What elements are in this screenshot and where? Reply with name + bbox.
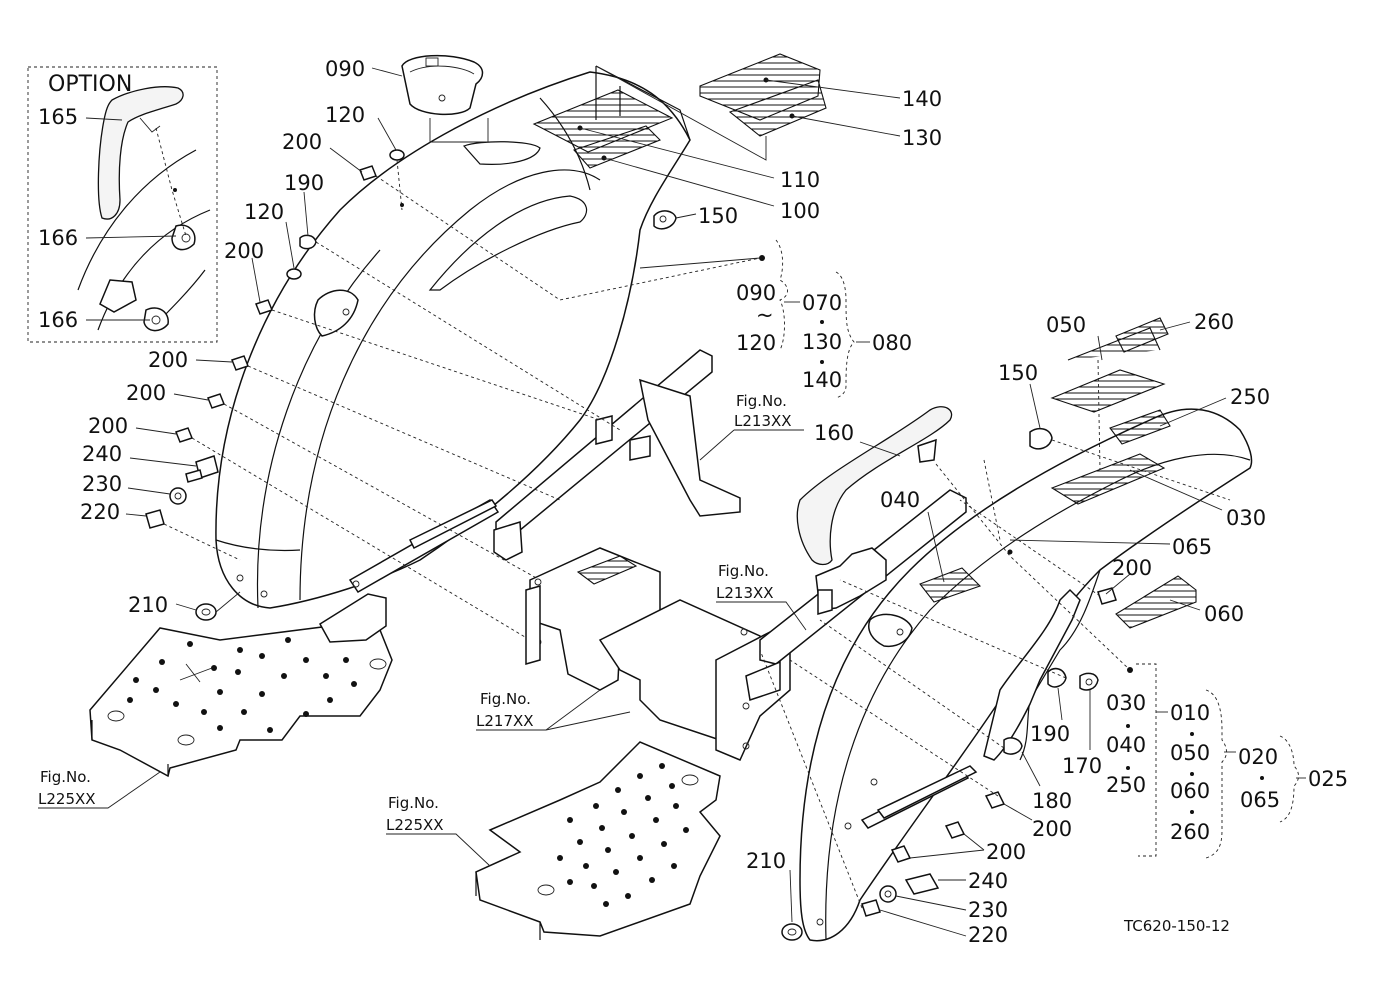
left-small-parts — [145, 54, 765, 641]
right-fender — [759, 317, 1253, 942]
fig-ref-l225-bottom-bottom: L225XX — [386, 816, 444, 834]
group-140: 140 — [802, 368, 842, 392]
fig-ref-l213-upper: Fig.No. L213XX — [699, 392, 804, 461]
callout-150-right: 150 — [998, 361, 1038, 385]
fig-ref-l225-left-top: Fig.No. — [40, 768, 91, 786]
callout-230-right: 230 — [968, 898, 1008, 922]
group-010: 010 — [1170, 701, 1210, 725]
option-label: OPTION — [48, 72, 132, 97]
group-250: 250 — [1106, 773, 1146, 797]
callout-165: 165 — [38, 105, 78, 129]
group-060: 060 — [1170, 779, 1210, 803]
group-030: 030 — [1106, 691, 1146, 715]
fig-ref-l213-lower-bottom: L213XX — [716, 584, 774, 602]
callout-200-c: 200 — [148, 348, 188, 372]
callout-100: 100 — [780, 199, 820, 223]
callout-200-b: 200 — [224, 239, 264, 263]
callout-130: 130 — [902, 126, 942, 150]
group-130: 130 — [802, 330, 842, 354]
callout-200-d: 200 — [126, 381, 166, 405]
group-120: 120 — [736, 331, 776, 355]
callout-050: 050 — [1046, 313, 1086, 337]
fig-ref-l213-upper-top: Fig.No. — [736, 392, 787, 410]
callout-040: 040 — [880, 488, 920, 512]
callout-210-right: 210 — [746, 849, 786, 873]
callout-260-top: 260 — [1194, 310, 1234, 334]
fig-ref-l217: Fig.No. L217XX — [476, 689, 631, 731]
handrail-160 — [796, 406, 953, 566]
callout-166-lower: 166 — [38, 308, 78, 332]
callout-210-left: 210 — [128, 593, 168, 617]
callout-230-left: 230 — [82, 472, 122, 496]
fig-ref-l225-left: Fig.No. L225XX — [38, 768, 161, 809]
callout-220-left: 220 — [80, 500, 120, 524]
group-025: 025 — [1308, 767, 1348, 791]
group-065: 065 — [1240, 788, 1280, 812]
bottom-floor-plate — [475, 741, 721, 940]
left-callouts: 090 120 200 190 120 200 200 200 200 240 … — [80, 57, 403, 617]
option-box: OPTION 165 166 166 — [27, 66, 218, 343]
grip-165-shape — [97, 86, 184, 220]
fig-ref-l213-lower-top: Fig.No. — [718, 562, 769, 580]
fig-ref-l217-bottom: L217XX — [476, 712, 534, 730]
bottom-plate-holes — [557, 763, 689, 907]
callout-120-mid: 120 — [244, 200, 284, 224]
callout-110: 110 — [780, 168, 820, 192]
group-040: 040 — [1106, 733, 1146, 757]
callout-060: 060 — [1204, 602, 1244, 626]
cup-holder-090 — [401, 54, 484, 116]
left-fender — [215, 65, 741, 609]
callout-065: 065 — [1172, 535, 1212, 559]
group-080: 090 ~ 120 070 130 140 080 — [736, 239, 912, 399]
fig-ref-l213-upper-bottom: L213XX — [734, 412, 792, 430]
group-080: 080 — [872, 331, 912, 355]
top-decals: 140 130 110 100 150 — [579, 53, 942, 228]
fig-ref-l225-left-bottom: L225XX — [38, 790, 96, 808]
callout-030: 030 — [1226, 506, 1266, 530]
callout-160: 160 — [814, 421, 854, 445]
group-025: 030 040 250 010 050 060 260 020 065 025 — [1106, 663, 1348, 859]
fig-ref-l217-top: Fig.No. — [480, 690, 531, 708]
callout-250-top: 250 — [1230, 385, 1270, 409]
group-090: 090 — [736, 281, 776, 305]
fig-ref-l213-lower: Fig.No. L213XX — [716, 562, 807, 631]
callout-240-right: 240 — [968, 869, 1008, 893]
callout-240-left: 240 — [82, 442, 122, 466]
callout-200-h: 200 — [986, 840, 1026, 864]
group-tilde: ~ — [756, 303, 774, 327]
group-070: 070 — [802, 291, 842, 315]
fig-ref-l225-bottom: Fig.No. L225XX — [386, 794, 491, 867]
group-260: 260 — [1170, 820, 1210, 844]
callout-170: 170 — [1062, 754, 1102, 778]
right-fender-outer — [799, 408, 1253, 942]
callout-190-right: 190 — [1030, 722, 1070, 746]
group-050: 050 — [1170, 741, 1210, 765]
callout-150-top: 150 — [698, 204, 738, 228]
callout-166-upper: 166 — [38, 226, 78, 250]
left-floor-plate — [89, 593, 393, 778]
center-frame — [525, 489, 967, 761]
group-020: 020 — [1238, 745, 1278, 769]
callout-200-e: 200 — [88, 414, 128, 438]
callout-140: 140 — [902, 87, 942, 111]
callout-090: 090 — [325, 57, 365, 81]
callout-200-a: 200 — [282, 130, 322, 154]
callout-200-f: 200 — [1112, 556, 1152, 580]
left-plate-holes — [127, 637, 357, 733]
callout-120-top: 120 — [325, 103, 365, 127]
right-callouts: 050 260 150 250 160 040 030 065 200 060 … — [746, 310, 1270, 947]
callout-220-right: 220 — [968, 923, 1008, 947]
callout-190-left: 190 — [284, 171, 324, 195]
callout-200-g: 200 — [1032, 817, 1072, 841]
drawing-code: TC620-150-12 — [1123, 917, 1230, 935]
fig-ref-l225-bottom-top: Fig.No. — [388, 794, 439, 812]
callout-180: 180 — [1032, 789, 1072, 813]
